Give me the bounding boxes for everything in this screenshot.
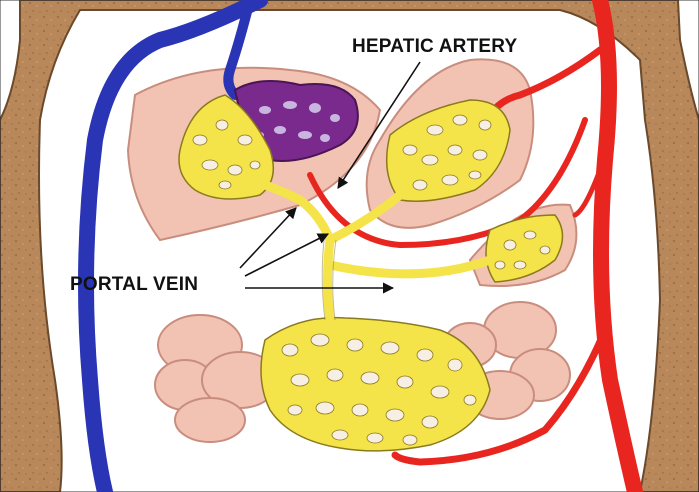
aorta <box>600 0 635 492</box>
hepatic-artery-label: HEPATIC ARTERY <box>352 36 517 57</box>
portal-vein-label: PORTAL VEIN <box>70 274 198 295</box>
